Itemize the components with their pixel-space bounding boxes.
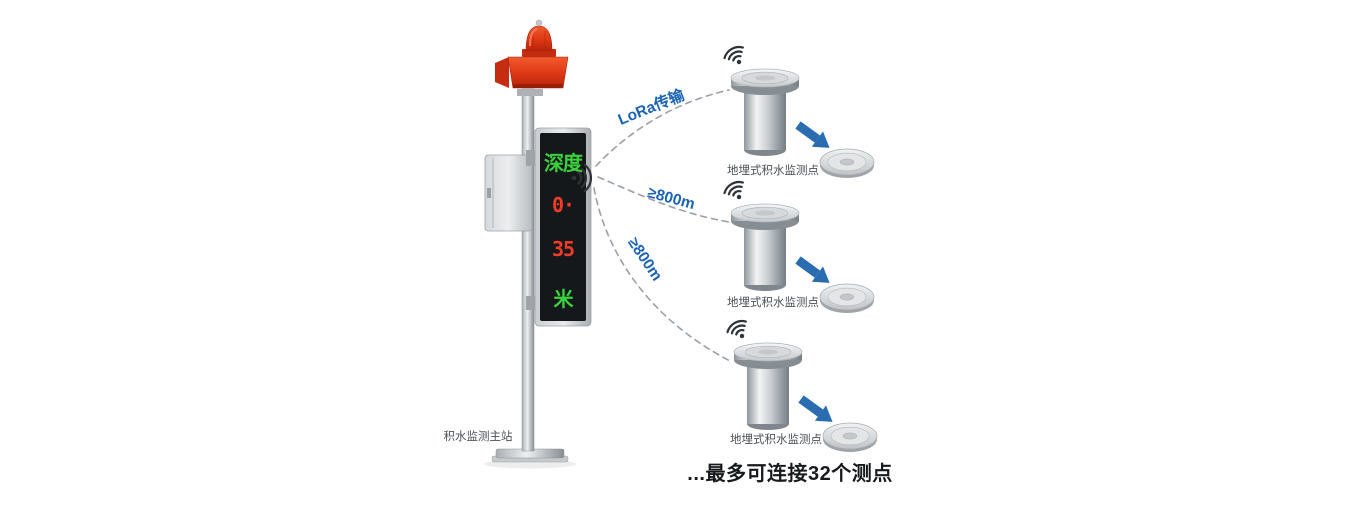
alarm-beacon-icon xyxy=(495,19,569,96)
display-row: 米 xyxy=(554,287,575,311)
sensor-unit-2: 地埋式积水监测点 xyxy=(721,177,876,315)
display-row: 0· xyxy=(552,193,574,217)
buried-sensor-3 xyxy=(724,316,879,454)
link-curve-3 xyxy=(593,187,733,363)
monitoring-station: 深度 0· 35 米 积水监测主站 xyxy=(444,19,592,469)
display-row: 深度 xyxy=(544,151,584,175)
lora-links: LoRa传输 ≥800m ≥800m xyxy=(593,85,733,363)
sensor-unit-1: 地埋式积水监测点 xyxy=(721,42,876,180)
link-label-distance-1: ≥800m xyxy=(646,184,697,213)
buried-sensor-2 xyxy=(721,177,876,315)
link-curve-2 xyxy=(597,176,730,223)
station-label: 积水监测主站 xyxy=(444,429,513,443)
station-wifi-icon xyxy=(571,163,592,193)
pole xyxy=(521,88,535,452)
link-curve-1 xyxy=(595,89,730,167)
led-display: 深度 0· 35 米 xyxy=(526,127,592,327)
sensor-label-1: 地埋式积水监测点 xyxy=(727,164,819,177)
sensor-label-2: 地埋式积水监测点 xyxy=(727,296,819,309)
sensor-unit-3: 地埋式积水监测点 xyxy=(724,316,879,454)
buried-sensor-1 xyxy=(721,42,876,180)
control-box xyxy=(484,154,533,232)
footer-note: ...最多可连接32个测点 xyxy=(687,461,892,485)
link-label-distance-2: ≥800m xyxy=(624,235,665,284)
display-row: 35 xyxy=(552,237,574,261)
sensor-label-3: 地埋式积水监测点 xyxy=(730,433,822,446)
